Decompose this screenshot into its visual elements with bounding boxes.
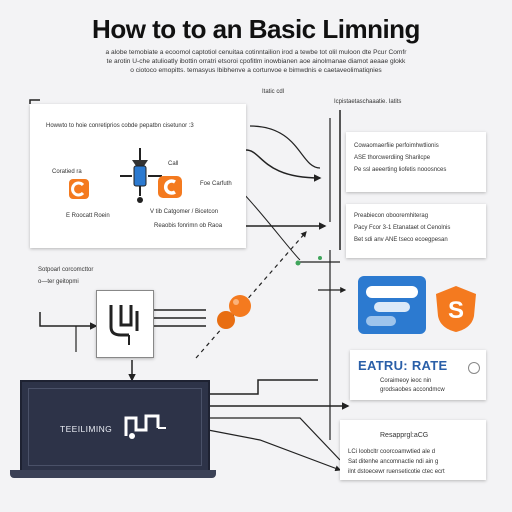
subtitle-line-3: o ciotoco emopitts. temasyus lbibhenve a… <box>130 67 382 74</box>
subtitle-line-1: a alobe temobiate a ecoomol captotiol ce… <box>105 49 407 56</box>
svg-text:S: S <box>448 297 464 324</box>
dark-panel: TEEILIMING <box>20 380 210 474</box>
dark-panel-base <box>10 470 216 478</box>
orange-balls-icon <box>217 295 251 329</box>
orange-shield-s-icon: S <box>436 286 476 332</box>
rate-card-title: EATRU: RATE <box>358 358 448 373</box>
right-card-2-line-3: Bet sdi anv ANE tseco ecoegpesan <box>354 237 448 243</box>
page-title: How to to an Basic Limning <box>92 14 420 44</box>
dropper-icon <box>120 148 162 203</box>
left-card-label-c: Foe Carfuth <box>200 181 232 187</box>
left-mid-label-1: Sotpoarl corcomcttor <box>38 267 94 273</box>
right-card-1-line-3: Pe ssl aeeerting liofetis nooosnces <box>354 167 447 173</box>
right-card-1-line-1: Cowaomaerfiie perfoimhwtlionis <box>354 143 439 149</box>
bottom-right-card-title: Resapprgl:aCG <box>380 432 429 439</box>
right-card-1-line-2: ASE thorcwerdiing Sharilcpe <box>354 155 431 161</box>
left-card-label-a: Coratied ra <box>52 169 82 175</box>
dark-panel-screen <box>28 388 202 466</box>
bottom-right-card-line-1: LCi Ioobcltr coorcoamwtied ale d <box>348 449 436 455</box>
right-card-2-line-2: Pacy Fcor 3-1 Etanataet ot Cenolnis <box>354 225 451 231</box>
subtitle-line-2: te arotin U-che atulioatly ibottin orrat… <box>106 58 406 65</box>
left-card-label-f: Reaobis fonrimn ob Raoa <box>154 223 223 229</box>
circuit-plug-icon <box>124 414 166 439</box>
plug-box <box>96 290 154 358</box>
right-card-1: Cowaomaerfiie perfoimhwtlionis ASE thorc… <box>346 132 486 192</box>
label-top-left: Itatic cdl <box>262 89 285 95</box>
dark-panel-label: TEEILIMING <box>60 424 113 434</box>
bottom-right-card-line-2: Sat ditenhe ancomnactie ndi ain g <box>348 459 439 465</box>
left-card: Howwto to hoie conretiprios cobde pepatb… <box>30 104 246 248</box>
orange-c-icon <box>69 179 89 199</box>
bottom-right-card: Resapprgl:aCG LCi Ioobcltr coorcoamwtied… <box>340 420 486 480</box>
rate-card-line-1: Coraimeoy ieoc nin <box>380 378 432 384</box>
left-card-label-b: Call <box>168 161 179 167</box>
left-mid-label-2: o—ter geitopmi <box>38 279 79 285</box>
right-card-2-line-1: Preabiecon obooremhiterag <box>354 213 429 219</box>
bottom-right-card-line-3: ilnt dstoecewr ruenseticotie ctec ecrt <box>348 469 445 475</box>
blue-stack-icon <box>358 276 426 334</box>
rate-card-line-2: grodsaobes accondmcw <box>380 387 445 393</box>
circuit-plug-icon <box>109 305 139 345</box>
right-card-2: Preabiecon obooremhiterag Pacy Fcor 3-1 … <box>346 204 486 258</box>
rate-card: EATRU: RATE Coraimeoy ieoc nin grodsaobe… <box>350 350 486 400</box>
orange-c-icon <box>158 176 182 198</box>
info-icon <box>468 362 480 374</box>
left-card-label-d: E Roocatt Roein <box>66 213 110 219</box>
left-card-heading: Howwto to hoie conretiprios cobde pepatb… <box>46 123 194 129</box>
left-card-label-e: V tib Catgomer / Bicetcon <box>150 209 219 215</box>
label-top-right: Icpistaetaschaaatie. Iatits <box>334 99 402 105</box>
